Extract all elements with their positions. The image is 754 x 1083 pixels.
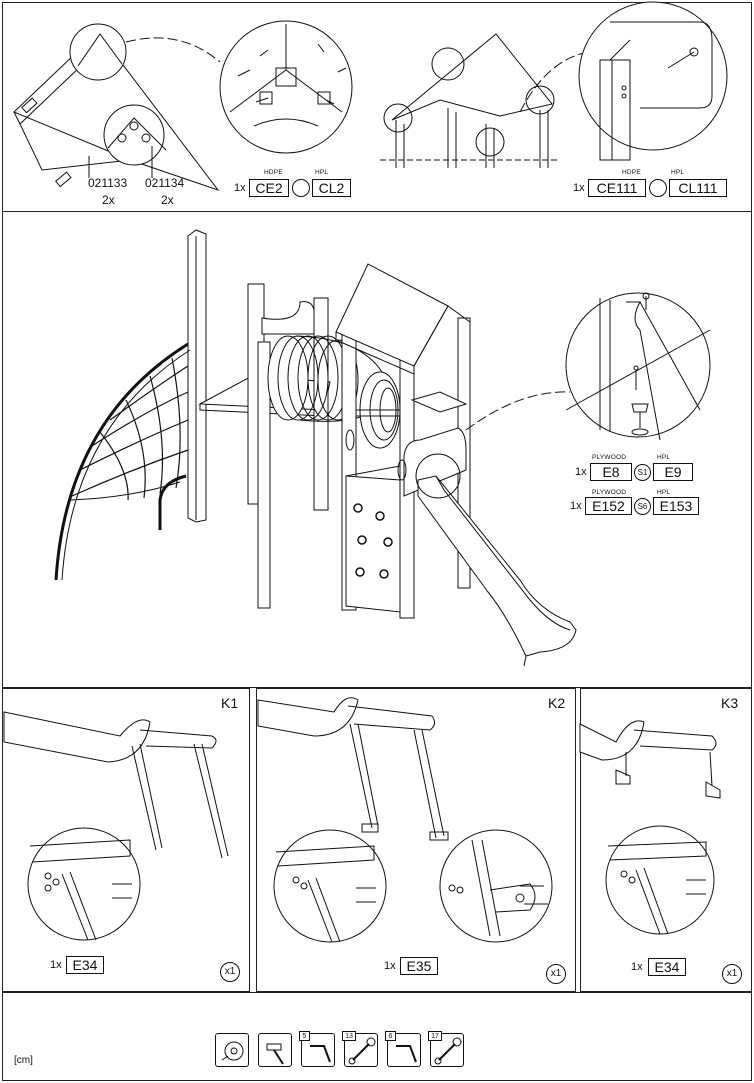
tool-size-label: 5 [299,1031,310,1041]
material-label: HDPE [264,169,283,176]
part-code-box: E9 [653,463,693,481]
quantity-label: 1x [570,500,582,512]
footer-panel [2,992,752,1081]
variant-label-k3: K3 [721,695,739,711]
variant-panel-k1 [2,688,250,992]
part-code-box: E8 [590,463,632,481]
quantity-label: 1x [384,960,396,972]
tool-size-label: 6 [385,1031,396,1041]
hammer-icon [258,1033,292,1067]
variant-panel-k2 [256,688,576,992]
material-label: HPL [671,169,685,176]
unit-label: [cm] [14,1055,33,1066]
part-code-box: E35 [400,957,438,975]
roof-panel-illustration [0,0,754,210]
material-label: HPL [657,454,671,461]
alternative-ring [649,179,667,197]
quantity-label: 1x [631,961,643,973]
part-code-b: 021134 [145,176,185,190]
material-label: HPL [657,489,671,496]
part-qty-b: 2x [161,193,174,207]
wrench-icon [344,1033,378,1067]
variant-label-k2: K2 [548,695,566,711]
alternative-ring: S6 [634,498,651,515]
material-label: HDPE [622,169,641,176]
tool-size-label: 17 [428,1031,442,1041]
variant-panel-k3 [580,688,752,992]
part-code-box: CL111 [669,179,727,197]
part-code-box: E34 [66,956,104,974]
tool-size-label: 13 [342,1031,356,1041]
part-code-box: CE2 [249,179,289,197]
multiplier-badge: x1 [546,964,566,984]
part-code-a: 021133 [88,176,128,190]
part-code-box: E153 [653,497,699,515]
part-code-box: CE111 [588,179,646,197]
material-label: HPL [315,169,329,176]
quantity-label: 1x [50,959,62,971]
tape-measure-icon [215,1033,249,1067]
quantity-label: 1x [575,466,587,478]
multiplier-badge: x1 [220,962,240,982]
main-panel [2,211,752,688]
quantity-label: 1x [234,182,246,194]
part-code-box: E34 [648,958,686,976]
playground-assembly-illustration [0,0,754,700]
part-code-box: CL2 [312,179,351,197]
material-label: PLYWOOD [592,454,627,461]
variant-label-k1: K1 [221,695,239,711]
multiplier-badge: x1 [722,964,742,984]
quantity-label: 1x [573,182,585,194]
part-code-box: E152 [585,497,632,515]
alternative-ring [292,179,310,197]
alternative-ring: S1 [634,464,651,481]
material-label: PLYWOOD [592,489,627,496]
part-qty-a: 2x [102,193,115,207]
